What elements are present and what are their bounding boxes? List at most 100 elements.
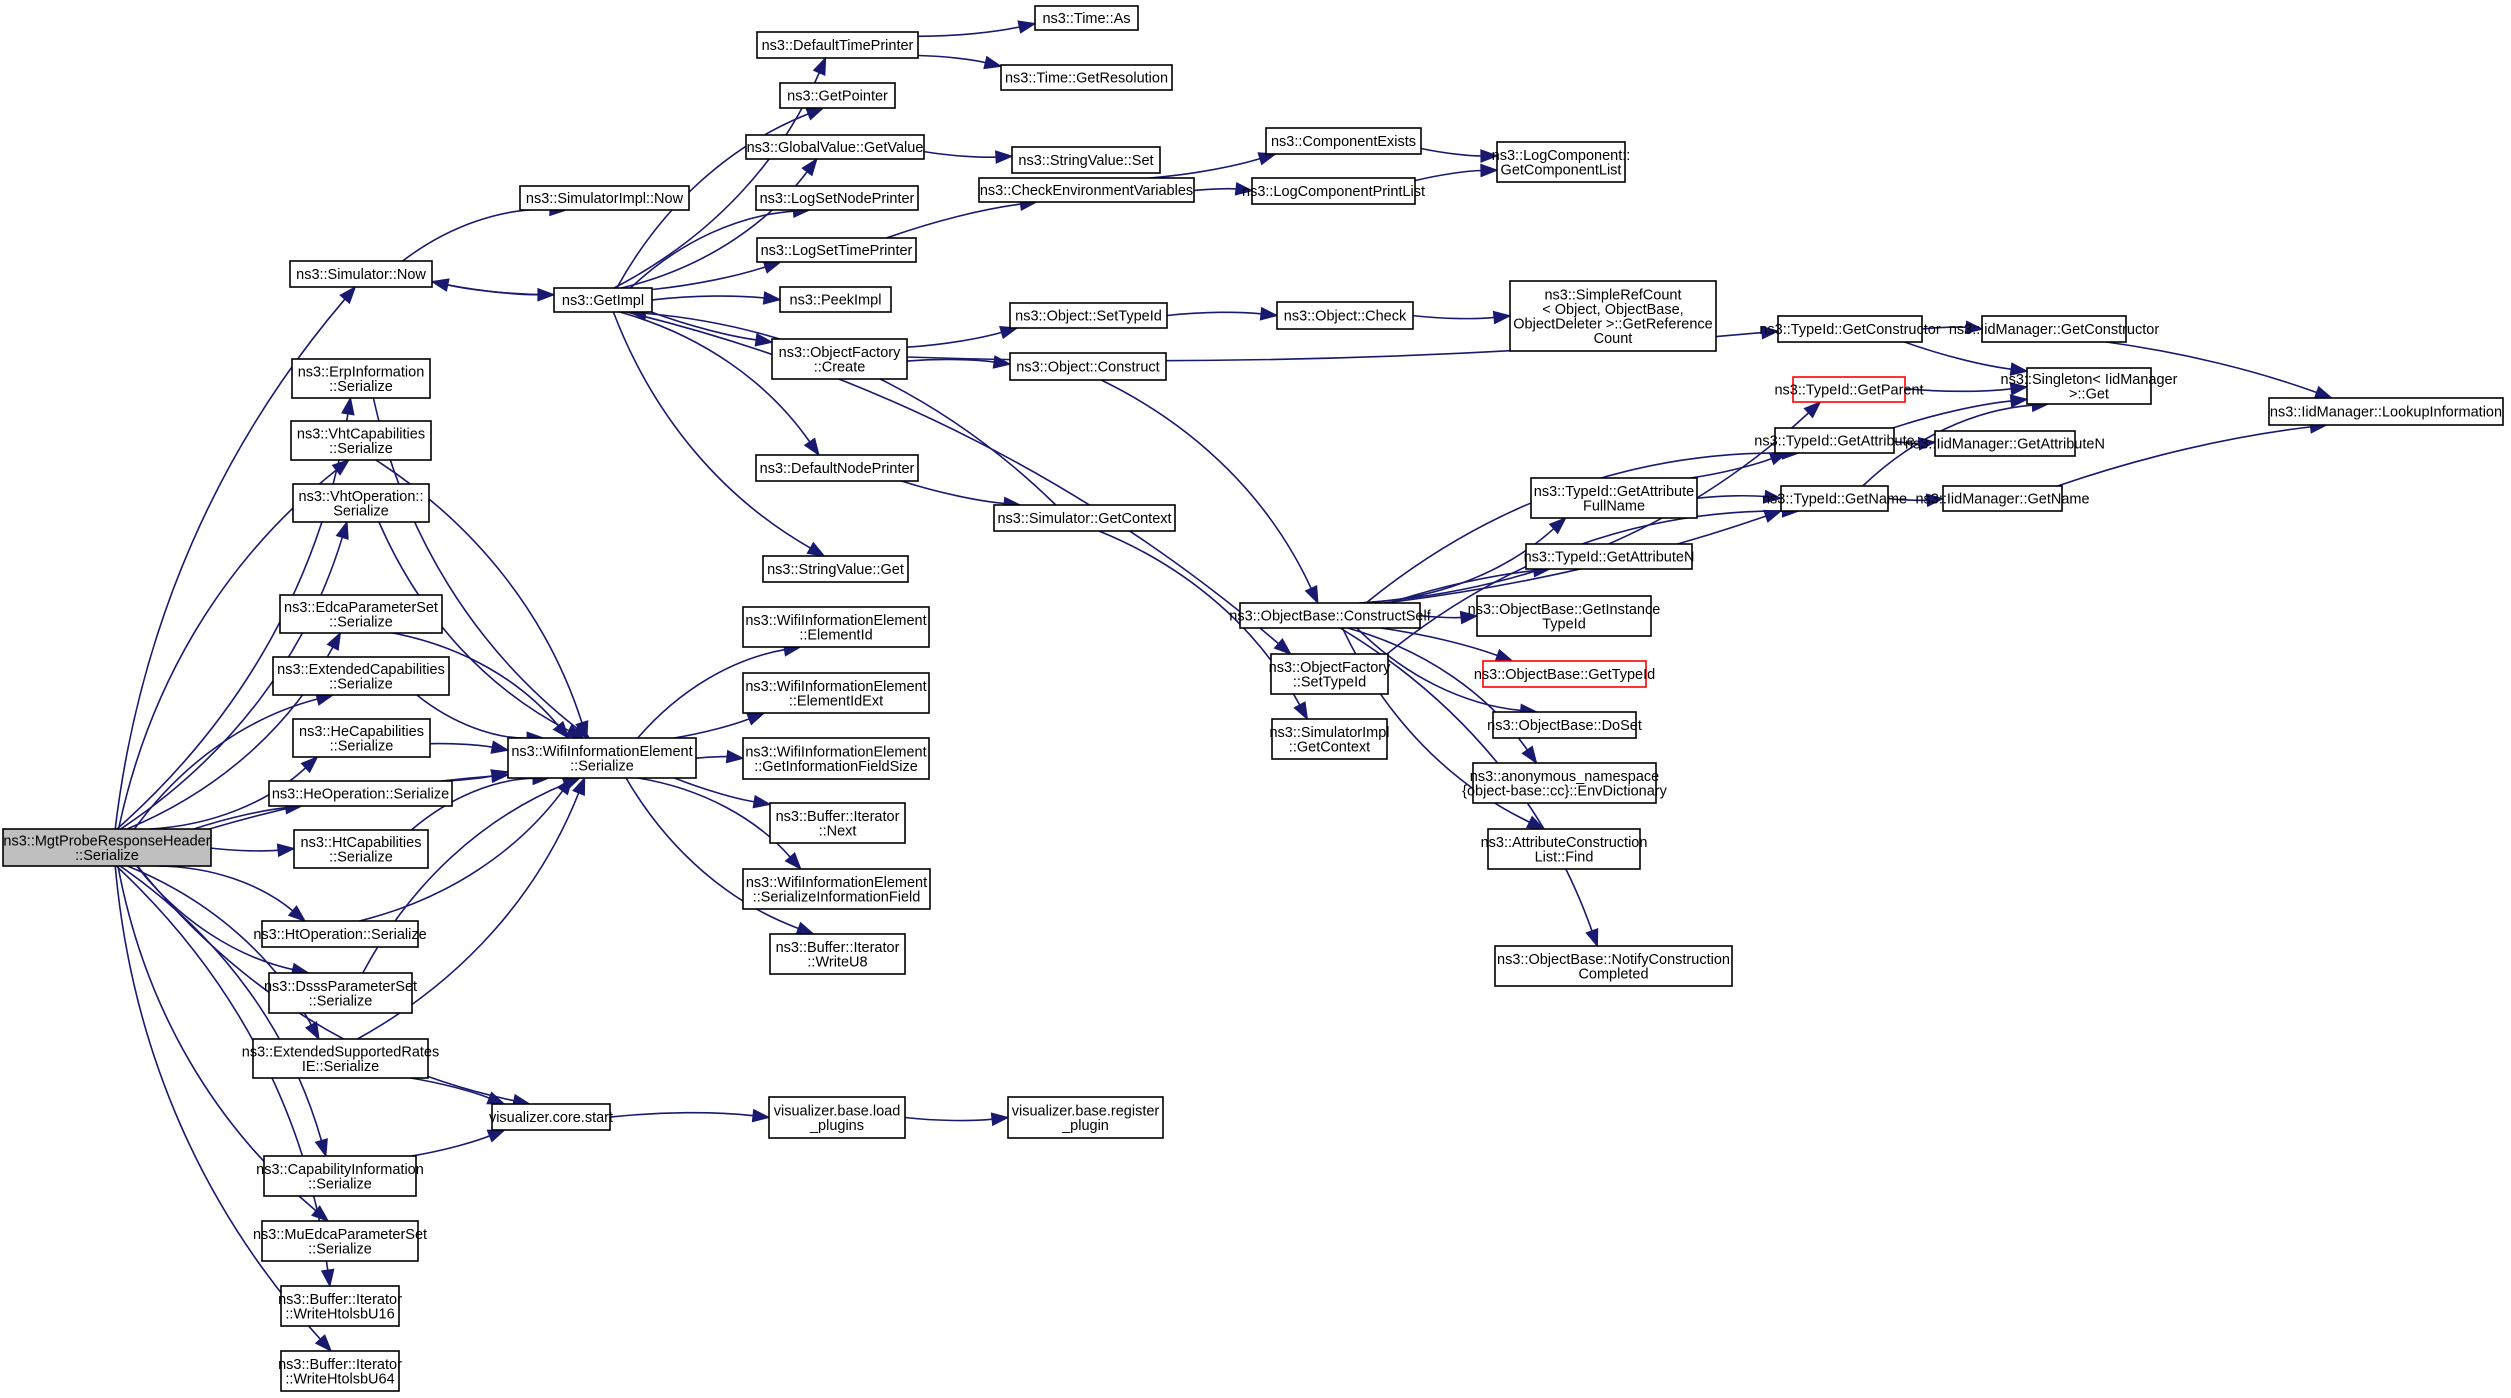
node-wie-elem-id-ext[interactable]: ns3::WifiInformationElement::ElementIdEx… bbox=[742, 672, 930, 714]
node-sv-get[interactable]: ns3::StringValue::Get bbox=[762, 555, 909, 583]
node-label: ns3::HeOperation::Serialize bbox=[272, 787, 449, 803]
node-label: ::ElementId bbox=[799, 627, 872, 643]
node-sim-get-ctx[interactable]: ns3::Simulator::GetContext bbox=[993, 504, 1176, 532]
node-gv-get-value[interactable]: ns3::GlobalValue::GetValue bbox=[745, 134, 925, 160]
node-of-set-type-id[interactable]: ns3::ObjectFactory::SetTypeId bbox=[1269, 653, 1391, 695]
node-w-u16[interactable]: ns3::Buffer::Iterator::WriteHtolsbU16 bbox=[278, 1285, 402, 1327]
node-iid-get-name[interactable]: ns3::IidManager::GetName bbox=[1915, 485, 2090, 512]
node-root[interactable]: ns3::MgtProbeResponseHeader::Serialize bbox=[2, 828, 212, 867]
node-ob-construct-self[interactable]: ns3::ObjectBase::ConstructSelf bbox=[1229, 602, 1432, 629]
node-comp-exists[interactable]: ns3::ComponentExists bbox=[1265, 127, 1422, 155]
node-box bbox=[290, 420, 432, 461]
node-vht-cap[interactable]: ns3::VhtCapabilities::Serialize bbox=[290, 420, 432, 461]
node-box bbox=[768, 1096, 906, 1139]
node-time-as[interactable]: ns3::Time::As bbox=[1034, 5, 1139, 31]
arrowhead-icon bbox=[983, 55, 1003, 70]
node-tid-get-parent[interactable]: ns3::TypeId::GetParent bbox=[1774, 376, 1924, 403]
edge-root-to-cap-info bbox=[119, 865, 328, 1158]
node-he-op[interactable]: ns3::HeOperation::Serialize bbox=[268, 780, 453, 807]
node-box bbox=[1007, 1096, 1164, 1139]
node-sim-impl-now[interactable]: ns3::SimulatorImpl::Now bbox=[519, 185, 690, 211]
node-wie-serialize[interactable]: ns3::WifiInformationElement::Serialize bbox=[507, 737, 697, 779]
node-buf-write-u8[interactable]: ns3::Buffer::Iterator::WriteU8 bbox=[769, 933, 906, 975]
node-check-env[interactable]: ns3::CheckEnvironmentVariables bbox=[978, 177, 1195, 203]
arrowhead-icon bbox=[276, 843, 296, 858]
node-singleton-get[interactable]: ns3::Singleton< IidManager>::Get bbox=[2001, 367, 2178, 405]
node-iid-get-ctor[interactable]: ns3::IidManager::GetConstructor bbox=[1949, 315, 2160, 343]
edge-line bbox=[447, 284, 555, 296]
node-label: ns3::DsssParameterSet bbox=[264, 979, 417, 995]
node-edca[interactable]: ns3::EdcaParameterSet::Serialize bbox=[279, 594, 443, 634]
node-time-res[interactable]: ns3::Time::GetResolution bbox=[1000, 64, 1173, 91]
node-ht-cap[interactable]: ns3::HtCapabilities::Serialize bbox=[293, 829, 429, 869]
node-log-comp-list[interactable]: ns3::LogComponent::GetComponentList bbox=[1492, 141, 1631, 183]
node-vht-op[interactable]: ns3::VhtOperation::Serialize bbox=[292, 483, 430, 523]
node-w-u64[interactable]: ns3::Buffer::Iterator::WriteHtolsbU64 bbox=[278, 1350, 402, 1392]
node-he-cap[interactable]: ns3::HeCapabilities::Serialize bbox=[292, 718, 431, 758]
node-box bbox=[1009, 302, 1168, 329]
node-ob-get-type-id[interactable]: ns3::ObjectBase::GetTypeId bbox=[1474, 660, 1655, 688]
arrowhead-icon bbox=[1304, 585, 1319, 605]
edge-line bbox=[1388, 569, 1535, 604]
node-simple-ref[interactable]: ns3::SimpleRefCount< Object, ObjectBase,… bbox=[1509, 280, 1717, 352]
node-sim-now[interactable]: ns3::Simulator::Now bbox=[289, 260, 433, 288]
node-dsss[interactable]: ns3::DsssParameterSet::Serialize bbox=[264, 972, 417, 1014]
edge-line bbox=[612, 311, 811, 549]
node-viz-start[interactable]: visualizer.core.start bbox=[489, 1103, 613, 1131]
edge-line bbox=[629, 210, 794, 289]
node-ext-cap[interactable]: ns3::ExtendedCapabilities::Serialize bbox=[272, 656, 450, 696]
edge-line bbox=[906, 358, 995, 363]
node-wie-elem-id[interactable]: ns3::WifiInformationElement::ElementId bbox=[742, 606, 930, 648]
node-box bbox=[268, 780, 453, 807]
node-tid-get-name[interactable]: ns3::TypeId::GetName bbox=[1762, 485, 1907, 512]
node-notify-done[interactable]: ns3::ObjectBase::NotifyConstructionCompl… bbox=[1494, 945, 1733, 987]
arrowhead-icon bbox=[762, 291, 782, 305]
node-def-node-printer[interactable]: ns3::DefaultNodePrinter bbox=[755, 454, 919, 482]
edge-gv-get-value-to-sv-set bbox=[923, 150, 1014, 164]
node-label: ns3::ComponentExists bbox=[1271, 134, 1416, 150]
node-tid-get-ctor[interactable]: ns3::TypeId::GetConstructor bbox=[1759, 315, 1941, 343]
node-label: ns3::DefaultTimePrinter bbox=[762, 38, 914, 54]
node-get-impl[interactable]: ns3::GetImpl bbox=[553, 287, 653, 313]
node-ht-op[interactable]: ns3::HtOperation::Serialize bbox=[253, 920, 427, 948]
node-box bbox=[1276, 301, 1414, 330]
node-log-comp-print[interactable]: ns3::LogComponentPrintList bbox=[1242, 177, 1425, 205]
node-env-dict[interactable]: ns3::anonymous_namespace{object-base::cc… bbox=[1462, 762, 1668, 804]
node-peek-impl[interactable]: ns3::PeekImpl bbox=[779, 286, 892, 313]
edge-line bbox=[1862, 404, 2033, 487]
node-cap-info[interactable]: ns3::CapabilityInformation::Serialize bbox=[256, 1155, 424, 1197]
node-get-pointer[interactable]: ns3::GetPointer bbox=[779, 82, 896, 109]
node-sv-set[interactable]: ns3::StringValue::Set bbox=[1011, 146, 1161, 174]
node-obj-construct[interactable]: ns3::Object::Construct bbox=[1009, 352, 1167, 381]
node-log-time-printer[interactable]: ns3::LogSetTimePrinter bbox=[756, 237, 917, 263]
node-wie-field-size[interactable]: ns3::WifiInformationElement::GetInformat… bbox=[742, 737, 930, 780]
node-viz-load[interactable]: visualizer.base.load_plugins bbox=[768, 1096, 906, 1139]
node-erp[interactable]: ns3::ErpInformation::Serialize bbox=[291, 358, 431, 399]
edge-check-env-to-log-comp-print bbox=[1193, 182, 1254, 196]
node-label: ns3::IidManager::GetName bbox=[1915, 492, 2089, 508]
node-def-time-printer[interactable]: ns3::DefaultTimePrinter bbox=[756, 31, 919, 59]
node-of-create[interactable]: ns3::ObjectFactory::Create bbox=[771, 338, 908, 380]
arrowhead-icon bbox=[995, 150, 1014, 164]
node-iid-get-attr-n[interactable]: ns3::IidManager::GetAttributeN bbox=[1905, 430, 2105, 457]
node-iid-lookup[interactable]: ns3::IidManager::LookupInformation bbox=[2268, 397, 2504, 426]
edge-line bbox=[1420, 147, 1482, 157]
node-ob-do-set[interactable]: ns3::ObjectBase::DoSet bbox=[1487, 711, 1642, 739]
node-sim-impl-ctx[interactable]: ns3::SimulatorImpl::GetContext bbox=[1269, 718, 1390, 760]
node-mu-edca[interactable]: ns3::MuEdcaParameterSet::Serialize bbox=[253, 1220, 427, 1262]
node-obj-check[interactable]: ns3::Object::Check bbox=[1276, 301, 1414, 330]
node-obj-set-type-id[interactable]: ns3::Object::SetTypeId bbox=[1009, 302, 1168, 329]
node-buf-next[interactable]: ns3::Buffer::Iterator::Next bbox=[769, 802, 906, 844]
node-wie-ser-field[interactable]: ns3::WifiInformationElement::SerializeIn… bbox=[742, 868, 931, 910]
edge-tid-get-ctor-to-iid-get-ctor bbox=[1921, 320, 1984, 335]
node-log-node-printer[interactable]: ns3::LogSetNodePrinter bbox=[755, 185, 919, 211]
node-viz-register[interactable]: visualizer.base.register_plugin bbox=[1007, 1096, 1164, 1139]
node-tid-get-attr[interactable]: ns3::TypeId::GetAttribute bbox=[1754, 427, 1915, 454]
arrowhead-icon bbox=[1480, 149, 1499, 163]
node-tid-attr-n[interactable]: ns3::TypeId::GetAttributeN bbox=[1524, 543, 1695, 570]
node-label: ns3::ExtendedCapabilities bbox=[277, 662, 445, 678]
